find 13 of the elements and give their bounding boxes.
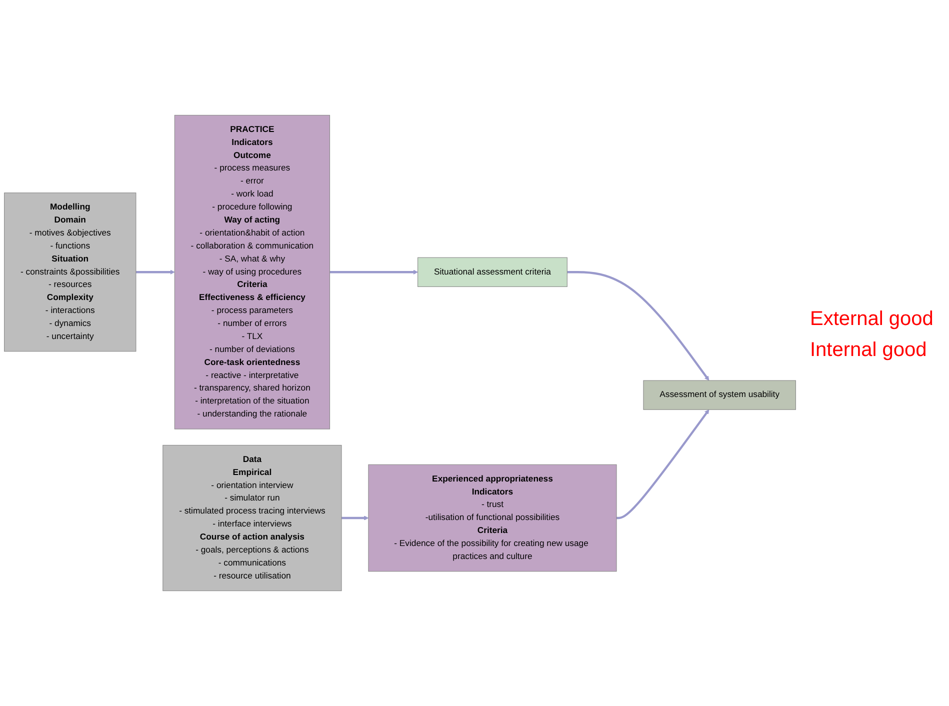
annotation: Internal good — [810, 339, 928, 362]
arrow — [136, 270, 175, 274]
annotation: External good — [810, 308, 934, 331]
node-box: Situational assessment criteria — [418, 257, 568, 287]
arrow — [616, 409, 710, 520]
node-box: Data Empirical - orientation interview - simulator run - stimulated process tracing interviews - interface interviews Course of action analysis - goals, perceptions & actions - communications - resource utilisation — [162, 444, 342, 592]
node-box: Modelling Domain - motives &objectives - functions Situation - constraints &possibilities - resources Complexity - interactions - dynamics - uncertainty — [4, 192, 136, 352]
arrow — [342, 516, 369, 520]
arrow — [330, 270, 418, 274]
node-box: Experienced appropriateness Indicators - trust -utilisation of functional possibilities Criteria - Evidence of the possibility for creating new usage practices and culture — [368, 464, 617, 572]
node-box: PRACTICE Indicators Outcome - process measures - error - work load - procedure following Way of acting - orientation&habit of action - collaboration & communication - SA, what & why - way of using procedures Criteria Effectiveness & efficiency - process parameters - number of errors - TLX - number of deviations Core-task orientedness - reactive - interpretative - transparency, shared horizon - interpretation of the situation - understanding the rationale — [174, 114, 330, 430]
node-box: Assessment of system usability — [643, 380, 796, 410]
arrow — [567, 271, 710, 381]
